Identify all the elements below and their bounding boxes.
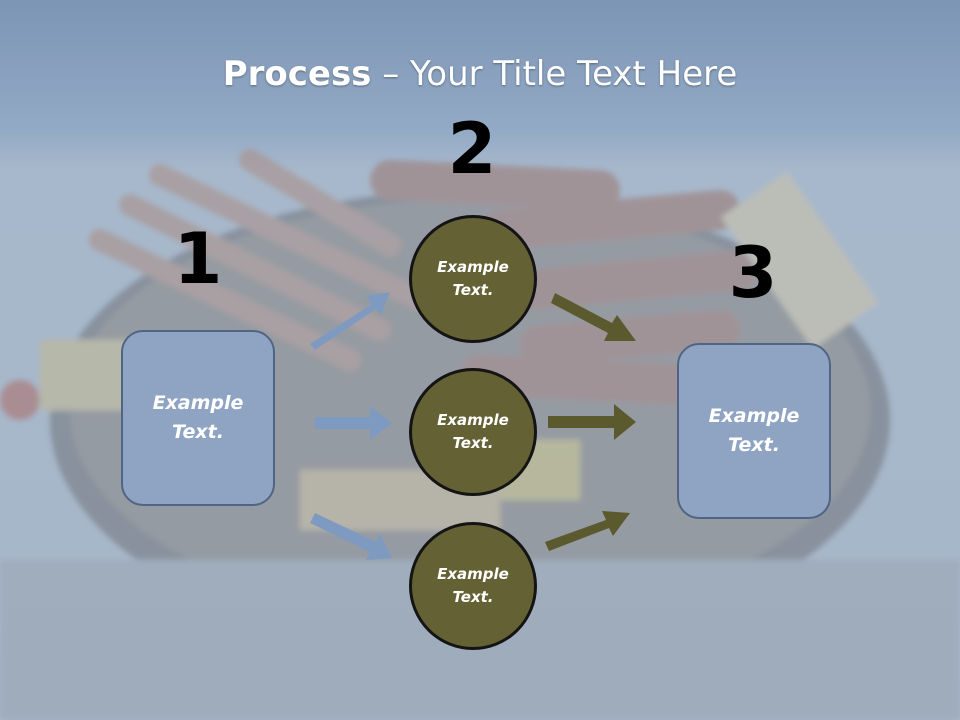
arrow-left-middle (315, 406, 392, 440)
title-bold: Process (222, 54, 372, 94)
step-number-1: 1 (173, 218, 223, 300)
title-rest: – Your Title Text Here (371, 54, 738, 94)
arrow-right-middle (548, 404, 636, 440)
arrow-left-up (310, 292, 390, 350)
slide-title: Process – Your Title Text Here (0, 54, 960, 94)
step-number-2: 2 (447, 108, 497, 190)
arrow-left-down (310, 513, 392, 560)
arrow-right-up (551, 293, 636, 341)
step-number-3: 3 (728, 232, 778, 314)
arrow-right-down (545, 511, 630, 551)
